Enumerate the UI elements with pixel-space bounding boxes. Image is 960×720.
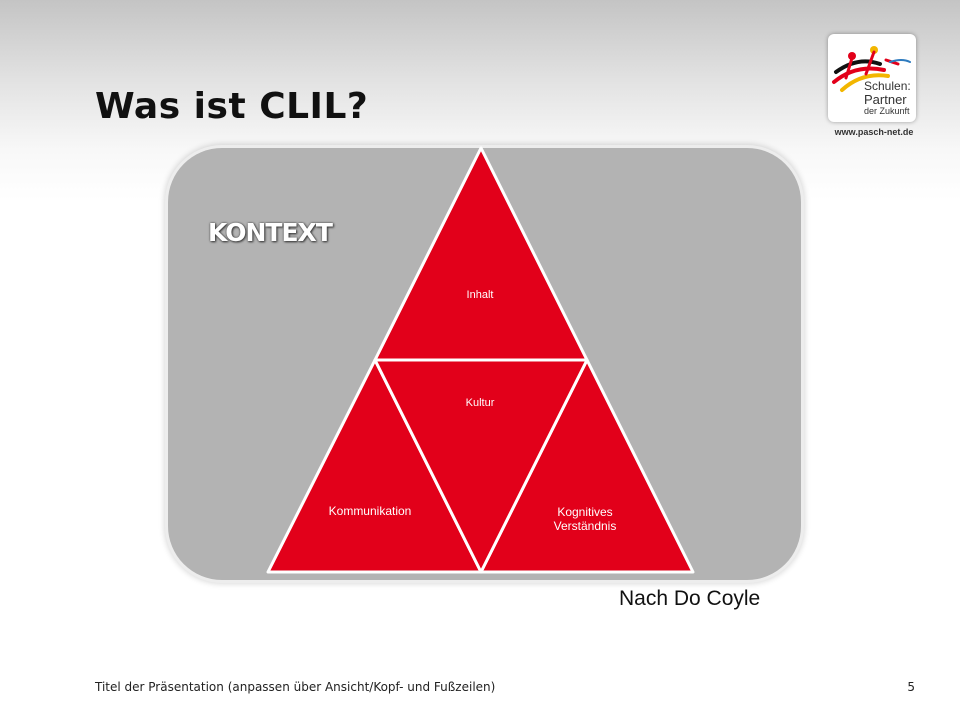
- logo-line-2: Partner: [864, 92, 907, 107]
- logo-line-3: der Zukunft: [864, 106, 910, 116]
- label-kultur: Kultur: [465, 397, 495, 409]
- context-label: KONTEXT: [208, 218, 333, 247]
- label-kognitives-verstaendnis: Kognitives Verständnis: [553, 505, 617, 533]
- slide-title: Was ist CLIL?: [95, 86, 369, 127]
- source-credit: Nach Do Coyle: [619, 587, 761, 610]
- label-inhalt: Inhalt: [466, 289, 494, 301]
- page-number: 5: [907, 680, 915, 694]
- logo-url: www.pasch-net.de: [834, 127, 914, 137]
- triangle-kultur: [373, 358, 589, 574]
- pasch-logo: Schulen: Partner der Zukunft: [828, 34, 916, 122]
- footer-text: Titel der Präsentation (anpassen über An…: [95, 680, 496, 694]
- logo-line-1: Schulen:: [864, 79, 911, 93]
- triangle-inhalt: [373, 146, 589, 362]
- logo-figures-icon: [832, 46, 911, 92]
- label-kommunikation: Kommunikation: [328, 504, 412, 518]
